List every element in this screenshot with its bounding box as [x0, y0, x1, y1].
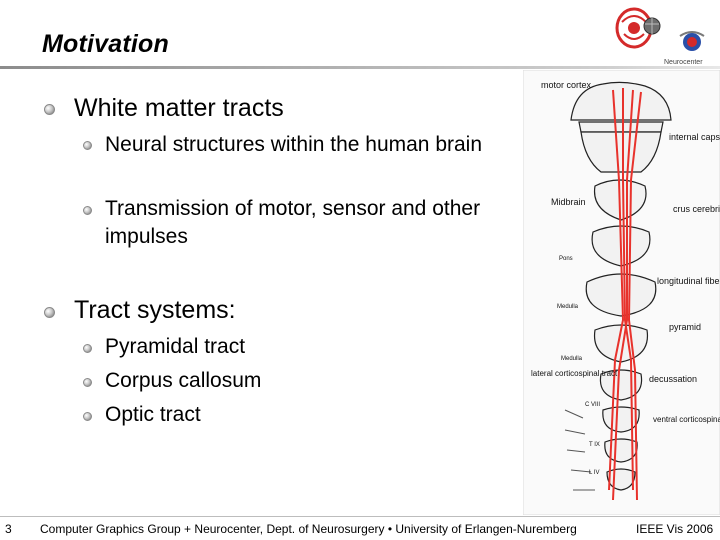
bullet-icon [44, 104, 55, 115]
pyramidal-tract-illustration: motor cortex internal capsule Midbrain c… [523, 70, 720, 515]
list-item: Pyramidal tract [105, 335, 246, 358]
nerve-root-marks [564, 409, 595, 491]
label-ventral-corticospinal-tract: ventral corticospinal tract [653, 415, 720, 424]
label-crus-cerebri: crus cerebri [673, 204, 720, 214]
bullet-icon [83, 378, 92, 387]
slide-title: Motivation [42, 30, 169, 58]
label-t-ix: T IX [589, 442, 600, 448]
label-c-viii: C VIII [585, 402, 600, 408]
logo-emblem [615, 7, 705, 51]
label-pyramid: pyramid [669, 322, 701, 332]
label-decussation: decussation [649, 374, 697, 384]
bullet-icon [83, 206, 92, 215]
label-motor-cortex: motor cortex [541, 80, 592, 90]
label-pons: Pons [559, 256, 573, 262]
section-heading-white-matter: White matter tracts [74, 94, 284, 122]
list-item: Neural structures within the human brain [105, 133, 483, 156]
label-internal-capsule: internal capsule [669, 132, 720, 142]
list-item: Optic tract [105, 403, 201, 426]
bullet-icon [83, 141, 92, 150]
footer-credit: Computer Graphics Group + Neurocenter, D… [40, 522, 577, 536]
bullet-icon [44, 307, 55, 318]
label-longitudinal-fibers: longitudinal fibers [657, 276, 720, 286]
label-l-iv: L IV [589, 470, 599, 476]
label-lateral-corticospinal-tract: lateral corticospinal tract [531, 369, 618, 378]
title-divider [0, 66, 720, 69]
bullet-icon [83, 344, 92, 353]
logo-caption: Neurocenter [664, 59, 703, 66]
footer-divider [0, 516, 720, 517]
list-item: Corpus callosum [105, 369, 262, 392]
neurocenter-logo: Neurocenter [615, 7, 705, 66]
footer-event: IEEE Vis 2006 [636, 522, 714, 536]
label-medulla-upper: Medulla [557, 304, 579, 310]
list-item: Transmission of motor, sensor and other … [105, 197, 481, 248]
bullet-icon [83, 412, 92, 421]
label-midbrain: Midbrain [551, 197, 586, 207]
page-number: 3 [5, 522, 12, 536]
label-medulla-lower: Medulla [561, 356, 583, 362]
corticospinal-tract-lines [608, 88, 642, 501]
section-heading-tract-systems: Tract systems: [74, 296, 236, 324]
